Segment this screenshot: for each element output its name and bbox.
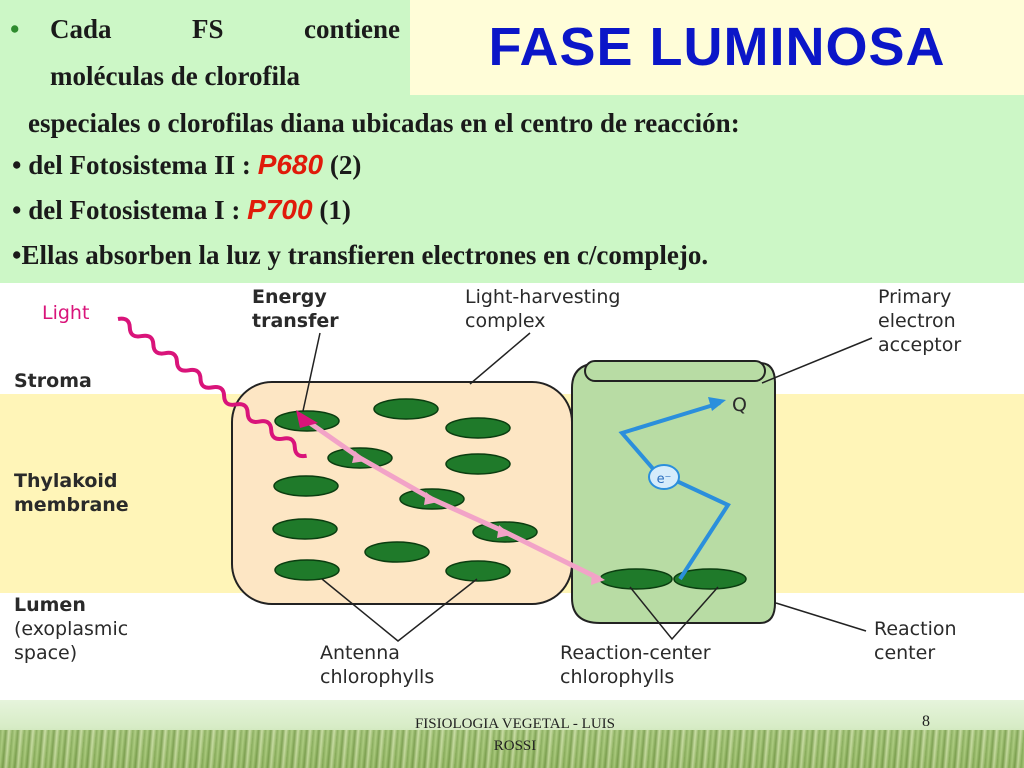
- reaction-center-chlorophyll: [599, 568, 673, 590]
- lhc-label: Light-harvesting: [465, 286, 620, 308]
- primary-acceptor-label: acceptor: [878, 334, 961, 356]
- ps2-count: (2): [323, 150, 362, 180]
- energy-arrowhead: [497, 525, 511, 538]
- electron-circle: [648, 464, 680, 490]
- text-line-ps1: • del Fotosistema I : P700 (1): [12, 194, 351, 226]
- ps1-count: (1): [312, 195, 351, 225]
- antenna-pointer: [321, 578, 478, 642]
- bullet-1-line-2: moléculas de clorofila: [50, 61, 300, 91]
- footer-line-2: ROSSI: [493, 738, 537, 754]
- bullet-1-line-1: Cada FS contiene: [50, 12, 400, 46]
- reaction-center-cap: [584, 360, 766, 382]
- lumen-label: space): [14, 642, 77, 664]
- antenna-chlorophyll: [445, 417, 511, 439]
- energy-arrowhead: [352, 451, 366, 463]
- antenna-chlorophyll: [364, 541, 430, 563]
- text-line-ps2: • del Fotosistema II : P680 (2): [12, 149, 361, 181]
- antenna-chlorophyll: [273, 475, 339, 497]
- reaction-center-chlorophyll: [673, 568, 747, 590]
- rc-chlorophyll-label: Reaction-center: [560, 642, 711, 664]
- diagram-svg: e⁻ Q Light Energy transfer Light-harvest…: [0, 286, 1024, 688]
- bullet-1-word: Cada: [50, 14, 112, 44]
- bullet-1-word: FS: [192, 14, 224, 44]
- reaction-center-label: center: [874, 642, 935, 664]
- page-number: 8: [922, 713, 930, 730]
- energy-transfer-label: Energy: [252, 286, 327, 308]
- antenna-chlorophyll: [274, 559, 340, 581]
- thylakoid-label: membrane: [14, 494, 129, 516]
- primary-acceptor-label: electron: [878, 310, 956, 332]
- lumen-label: Lumen: [14, 594, 86, 616]
- primary-acceptor-label: Primary: [878, 286, 951, 308]
- energy-arrowhead: [591, 572, 605, 585]
- stroma-label: Stroma: [14, 370, 92, 392]
- bullet-dot: •: [10, 14, 20, 44]
- reaction-center-complex: [571, 362, 776, 624]
- grass-decoration: [0, 730, 1024, 768]
- antenna-label: Antenna: [320, 642, 400, 664]
- pointer-line: [469, 332, 531, 385]
- title-box: [410, 0, 1024, 95]
- lumen-label: (exoplasmic: [14, 618, 128, 640]
- text-line-3: especiales o clorofilas diana ubicadas e…: [28, 108, 740, 138]
- text-line-6: •Ellas absorben la luz y transfieren ele…: [12, 240, 709, 270]
- ps2-label: • del Fotosistema II :: [12, 150, 258, 180]
- light-wave: [117, 316, 307, 459]
- footer-text: FISIOLOGIA VEGETAL - LUIS ROSSI: [380, 713, 650, 757]
- energy-transfer-label: transfer: [252, 310, 339, 332]
- pointer-line: [761, 337, 873, 384]
- rc-chlorophyll-label: chlorophylls: [560, 666, 674, 688]
- p700-code: P700: [247, 194, 313, 225]
- bullet-1-word: contiene: [304, 14, 400, 44]
- slide-title: FASE LUMINOSA: [488, 17, 946, 77]
- pointer-line: [302, 332, 321, 412]
- footer-line-1: FISIOLOGIA VEGETAL - LUIS: [414, 716, 616, 732]
- p680-code: P680: [257, 149, 324, 180]
- antenna-chlorophyll: [445, 560, 511, 582]
- photosystem-diagram: e⁻ Q Light Energy transfer Light-harvest…: [0, 283, 1024, 700]
- antenna-chlorophyll: [272, 518, 338, 540]
- light-label: Light: [42, 302, 89, 324]
- lhc-label: complex: [465, 310, 546, 332]
- thylakoid-label: Thylakoid: [14, 470, 118, 492]
- rc-chlorophyll-pointer: [629, 586, 719, 641]
- light-arrowhead: [296, 410, 318, 428]
- q-label: Q: [732, 394, 747, 416]
- antenna-chlorophyll: [373, 398, 439, 420]
- antenna-label: chlorophylls: [320, 666, 434, 688]
- pointer-line: [775, 602, 867, 632]
- electron-symbol: e⁻: [657, 472, 672, 487]
- electron-arrowhead: [708, 397, 726, 411]
- energy-arrowhead: [424, 492, 438, 505]
- reaction-center-label: Reaction: [874, 618, 957, 640]
- antenna-chlorophyll: [445, 453, 511, 475]
- ps1-label: • del Fotosistema I :: [12, 195, 248, 225]
